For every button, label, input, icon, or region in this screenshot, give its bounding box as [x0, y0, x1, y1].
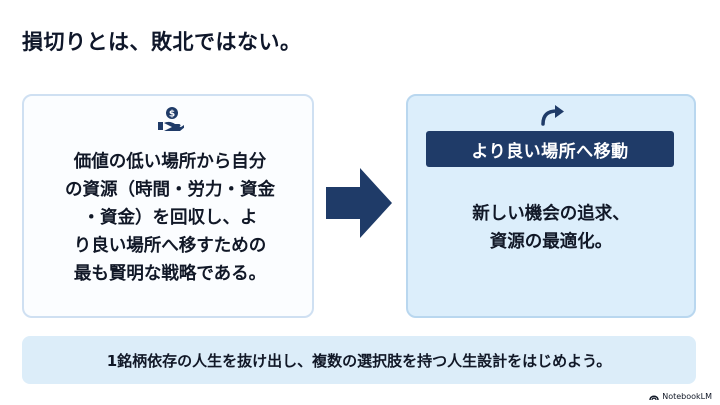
right-card-text: 新しい機会の追求、 資源の最適化。 — [472, 204, 630, 252]
footer-banner: 1銘柄依存の人生を抜け出し、複数の選択肢を持つ人生設計をはじめよう。 — [22, 336, 696, 384]
svg-text:$: $ — [169, 110, 175, 120]
watermark-text: NotebookLM — [662, 392, 712, 401]
right-card: より良い場所へ移動 新しい機会の追求、 資源の最適化。 — [406, 94, 696, 318]
watermark: NotebookLM — [649, 392, 712, 401]
redirect-arrow-icon — [541, 105, 564, 126]
left-card: $ 価値の低い場所から自分 の資源（時間・労力・資金 ・資金）を回収し、よ り良… — [22, 94, 314, 318]
left-card-text: 価値の低い場所から自分 の資源（時間・労力・資金 ・資金）を回収し、よ り良い場… — [65, 152, 275, 284]
money-hand-icon: $ — [158, 107, 184, 131]
right-arrow-icon — [326, 168, 392, 238]
footer-text: 1銘柄依存の人生を抜け出し、複数の選択肢を持つ人生設計をはじめよう。 — [106, 351, 612, 370]
notebooklm-logo-icon — [649, 395, 659, 400]
slide-title: 損切りとは、敗北ではない。 — [22, 30, 302, 54]
destination-badge: より良い場所へ移動 — [426, 131, 674, 167]
